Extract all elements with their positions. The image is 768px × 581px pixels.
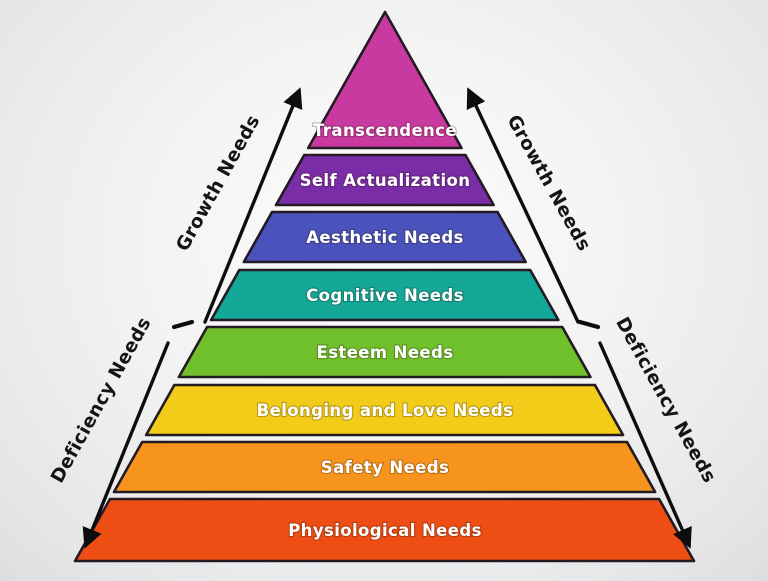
growth-arrow-left [203, 87, 303, 324]
pyramid-level-cognitive-needs [209, 268, 560, 322]
pyramid-level-label-cognitive-needs: Cognitive Needs [306, 286, 464, 305]
pyramid-level-label-belonging-and-love-needs: Belonging and Love Needs [257, 401, 514, 420]
pyramid-level-belonging-and-love-needs [144, 383, 625, 437]
pyramid-level-label-aesthetic-needs: Aesthetic Needs [306, 228, 464, 247]
pyramid-level-label-transcendence: Transcendence [313, 121, 457, 140]
deficiency-arrow-right [598, 341, 692, 549]
boundary-tick-right [577, 319, 601, 330]
pyramid-level-transcendence [306, 10, 463, 150]
pyramid-level-safety-needs [112, 440, 657, 494]
pyramid-level-self-actualization [274, 153, 495, 207]
pyramid-level-label-safety-needs: Safety Needs [321, 458, 449, 477]
growth-needs-label-right: Growth Needs [502, 112, 594, 255]
pyramid-level-aesthetic-needs [242, 210, 528, 264]
pyramid-level-label-physiological-needs: Physiological Needs [288, 521, 482, 540]
deficiency-arrow-left [82, 341, 170, 549]
pyramid-level-label-self-actualization: Self Actualization [300, 171, 471, 190]
growth-arrow-right [466, 87, 580, 324]
pyramid-level-label-esteem-needs: Esteem Needs [317, 343, 454, 362]
growth-needs-label-left: Growth Needs [172, 112, 264, 255]
pyramid-level-esteem-needs [177, 325, 592, 379]
boundary-tick-left [171, 319, 195, 330]
